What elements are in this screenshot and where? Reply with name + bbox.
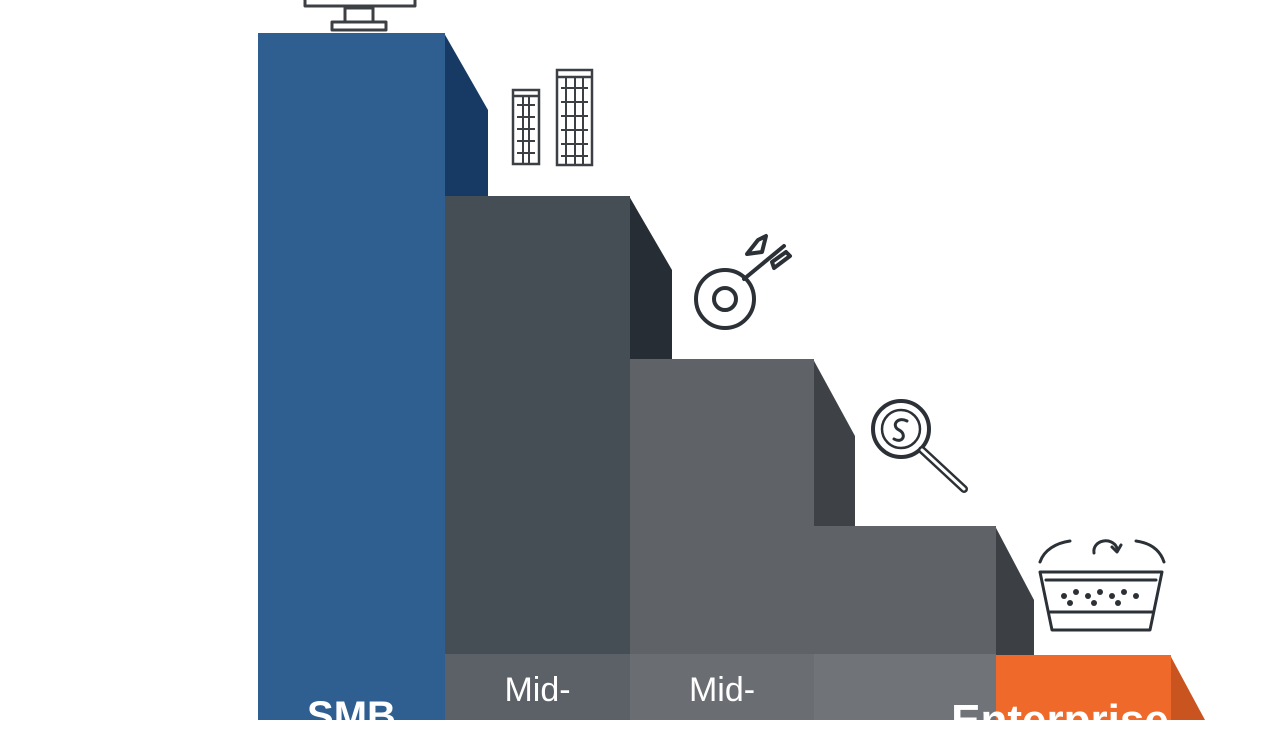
step-mid-1 bbox=[445, 196, 672, 720]
step-mid-2 bbox=[630, 359, 855, 720]
monitor-icon bbox=[303, 0, 417, 32]
step-label-mid-2: Mid- bbox=[688, 671, 756, 709]
target-arrow-icon bbox=[694, 234, 792, 330]
step-smb bbox=[258, 33, 488, 720]
step-4-band bbox=[814, 654, 996, 720]
step-enterprise bbox=[996, 655, 1205, 720]
step-enterprise-front bbox=[996, 655, 1171, 720]
step-mid-2-side bbox=[813, 359, 855, 526]
step-4 bbox=[814, 526, 1034, 720]
staircase-svg bbox=[258, 0, 1205, 720]
step-mid-2-band bbox=[630, 654, 814, 720]
step-mid-1-band bbox=[445, 654, 630, 720]
step-label-mid-1: Mid- bbox=[504, 671, 571, 709]
basket-icon bbox=[1038, 539, 1166, 632]
staircase-diagram: SMB Mid- Mid- Enterprise bbox=[258, 0, 1205, 720]
buildings-icon bbox=[511, 68, 594, 167]
step-smb-front bbox=[258, 33, 445, 720]
step-enterprise-side bbox=[1170, 655, 1205, 720]
step-4-side bbox=[995, 526, 1034, 655]
step-label-enterprise: Enterprise bbox=[951, 696, 1169, 745]
step-mid-1-side bbox=[629, 196, 672, 360]
step-mid-1-front bbox=[445, 196, 630, 720]
step-smb-side bbox=[444, 33, 488, 200]
magnifier-icon bbox=[871, 399, 968, 493]
step-label-smb: SMB bbox=[307, 694, 396, 738]
